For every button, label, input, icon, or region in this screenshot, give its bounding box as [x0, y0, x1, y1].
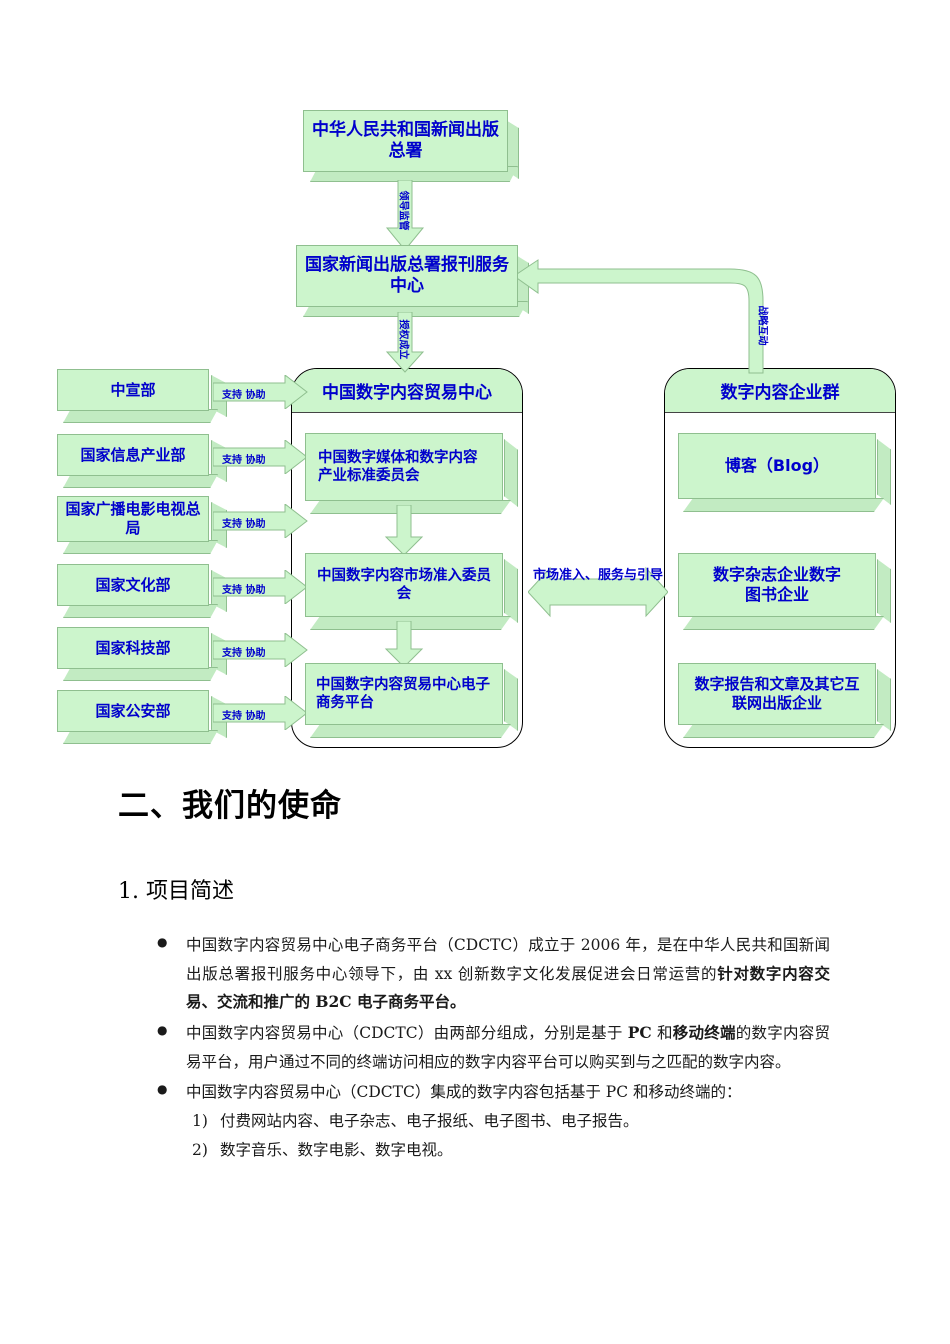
- ministry-box-5: 国家公安部: [57, 690, 209, 732]
- bullet-list: 中国数字内容贸易中心电子商务平台（CDCTC）成立于 2006 年，是在中华人民…: [0, 931, 950, 1164]
- support-arrow-label-2: 支持 协助: [222, 519, 266, 530]
- list-item-text: 的数字内容贸易平台，用户通过不同的终端访问相应的数字内容平台可以购买到与之匹配的…: [186, 1024, 830, 1071]
- list-item-text: 中国数字内容贸易中心（CDCTC）由两部分组成，分别是基于: [186, 1024, 628, 1043]
- right-item-2-bevel-bottom: [683, 724, 884, 738]
- sub-list-item: 数字音乐、数字电影、数字电视。: [192, 1136, 453, 1164]
- list-item-text: 中国数字内容贸易中心（CDCTC）集成的数字内容包括基于 PC 和移动终端的：: [186, 1083, 742, 1102]
- right-group-title: 数字内容企业群: [665, 369, 895, 413]
- ministry-5-bevel-bottom: [63, 730, 218, 744]
- ministry-label-3: 国家文化部: [95, 575, 171, 594]
- center-item-label-1: 中国数字内容市场准入委员会: [317, 567, 491, 602]
- support-arrow-label-3: 支持 协助: [222, 585, 266, 596]
- list-item-text: 移动终端: [672, 1023, 736, 1043]
- right-item-1-bevel-right: [877, 559, 891, 623]
- support-arrow-label-4: 支持 协助: [222, 648, 266, 659]
- ministry-2-bevel-bottom: [63, 540, 218, 554]
- right-item-1-bevel-bottom: [683, 616, 884, 630]
- support-arrow-1: [213, 440, 308, 474]
- ministry-box-2: 国家广播电影电视总局: [57, 496, 209, 542]
- center-item-1-bevel-right: [504, 559, 518, 623]
- center-item-box-1: 中国数字内容市场准入委员会: [305, 553, 503, 617]
- edge-label-authorize-establish: 授权成立: [397, 319, 409, 360]
- arrow-authorize-establish: [385, 312, 425, 373]
- ministry-label-4: 国家科技部: [95, 638, 171, 657]
- right-item-label-2: 数字报告和文章及其它互联网出版企业: [694, 675, 860, 712]
- right-item-label-0: 博客（Blog）: [724, 456, 830, 475]
- center-arrow-0: [384, 505, 424, 556]
- center-item-2-bevel-bottom: [310, 724, 511, 738]
- ministry-4-bevel-bottom: [63, 667, 218, 681]
- ministry-box-0: 中宣部: [57, 369, 209, 411]
- list-item: 中国数字内容贸易中心（CDCTC）由两部分组成，分别是基于 PC 和移动终端的数…: [157, 1019, 830, 1076]
- sub-list: 付费网站内容、电子杂志、电子报纸、电子图书、电子报告。数字音乐、数字电影、数字电…: [186, 1107, 830, 1164]
- box-press-service-center: 国家新闻出版总署报刊服务中心: [296, 245, 518, 307]
- center-group-title: 中国数字内容贸易中心: [292, 369, 522, 413]
- support-arrow-4: [213, 633, 308, 667]
- right-item-2-bevel-right: [877, 669, 891, 731]
- ministry-label-2: 国家广播电影电视总局: [65, 500, 201, 537]
- right-item-0-bevel-bottom: [683, 498, 884, 512]
- center-arrow-1: [384, 621, 424, 668]
- box-press-service-center-label: 国家新闻出版总署报刊服务中心: [305, 254, 509, 296]
- list-item: 中国数字内容贸易中心电子商务平台（CDCTC）成立于 2006 年，是在中华人民…: [157, 931, 830, 1017]
- ministry-1-bevel-bottom: [63, 474, 218, 488]
- right-item-box-1: 数字杂志企业数字图书企业: [678, 553, 876, 617]
- support-arrow-label-5: 支持 协助: [222, 711, 266, 722]
- arrow-strategic-interaction: [513, 259, 764, 374]
- right-item-box-2: 数字报告和文章及其它互联网出版企业: [678, 663, 876, 725]
- ministry-label-5: 国家公安部: [95, 701, 171, 720]
- support-arrow-3: [213, 570, 308, 604]
- support-arrow-label-0: 支持 协助: [222, 390, 266, 401]
- sub-list-item: 付费网站内容、电子杂志、电子报纸、电子图书、电子报告。: [192, 1107, 639, 1135]
- support-arrow-0: [213, 375, 308, 409]
- right-item-label-1: 数字杂志企业数字图书企业: [712, 565, 841, 604]
- subsection-title: 1. 项目简述: [118, 879, 234, 904]
- center-item-box-0: 中国数字媒体和数字内容产业标准委员会: [305, 433, 503, 501]
- list-item-text: PC: [627, 1023, 652, 1043]
- support-arrow-2: [213, 504, 308, 538]
- arrow-market-access: [528, 566, 668, 618]
- ministry-label-1: 国家信息产业部: [80, 445, 186, 464]
- box-gapp: 中华人民共和国新闻出版总署: [303, 110, 508, 172]
- page-title: 二、我们的使命: [118, 788, 342, 824]
- support-arrow-5: [213, 696, 308, 730]
- list-item-text: 针对数字内容交易、交流和推广的 B2C 电子商务平台。: [186, 963, 830, 1012]
- right-item-box-0: 博客（Blog）: [678, 433, 876, 499]
- ministry-box-3: 国家文化部: [57, 564, 209, 606]
- center-item-2-bevel-right: [504, 669, 518, 731]
- ministry-3-bevel-bottom: [63, 604, 218, 618]
- list-item-text: 和: [651, 1024, 673, 1043]
- support-arrow-label-1: 支持 协助: [222, 455, 266, 466]
- arrow-lead-supervise: [385, 180, 425, 251]
- ministry-0-bevel-bottom: [63, 409, 218, 423]
- list-item: 中国数字内容贸易中心（CDCTC）集成的数字内容包括基于 PC 和移动终端的： 付…: [157, 1078, 830, 1164]
- right-item-0-bevel-right: [877, 439, 891, 505]
- ministry-box-4: 国家科技部: [57, 627, 209, 669]
- center-item-label-2: 中国数字内容贸易中心电子商务平台: [316, 676, 490, 711]
- center-item-box-2: 中国数字内容贸易中心电子商务平台: [305, 663, 503, 725]
- center-item-0-bevel-right: [504, 439, 518, 507]
- edge-label-strategic-interaction: 战略互动: [756, 305, 768, 346]
- list-item-text: 中国数字内容贸易中心电子商务平台（CDCTC）成立于 2006 年，是在中华人民…: [186, 936, 830, 983]
- ministry-box-1: 国家信息产业部: [57, 434, 209, 476]
- edge-label-market-access: 市场准入、服务与引导: [533, 568, 664, 583]
- center-item-label-0: 中国数字媒体和数字内容产业标准委员会: [318, 449, 478, 484]
- ministry-label-0: 中宣部: [110, 380, 156, 399]
- document-body: 二、我们的使命 1. 项目简述 中国数字内容贸易中心电子商务平台（CDCTC）成…: [0, 780, 950, 1166]
- edge-label-lead-supervise: 领导监管: [397, 190, 409, 231]
- box-gapp-label: 中华人民共和国新闻出版总署: [312, 119, 499, 161]
